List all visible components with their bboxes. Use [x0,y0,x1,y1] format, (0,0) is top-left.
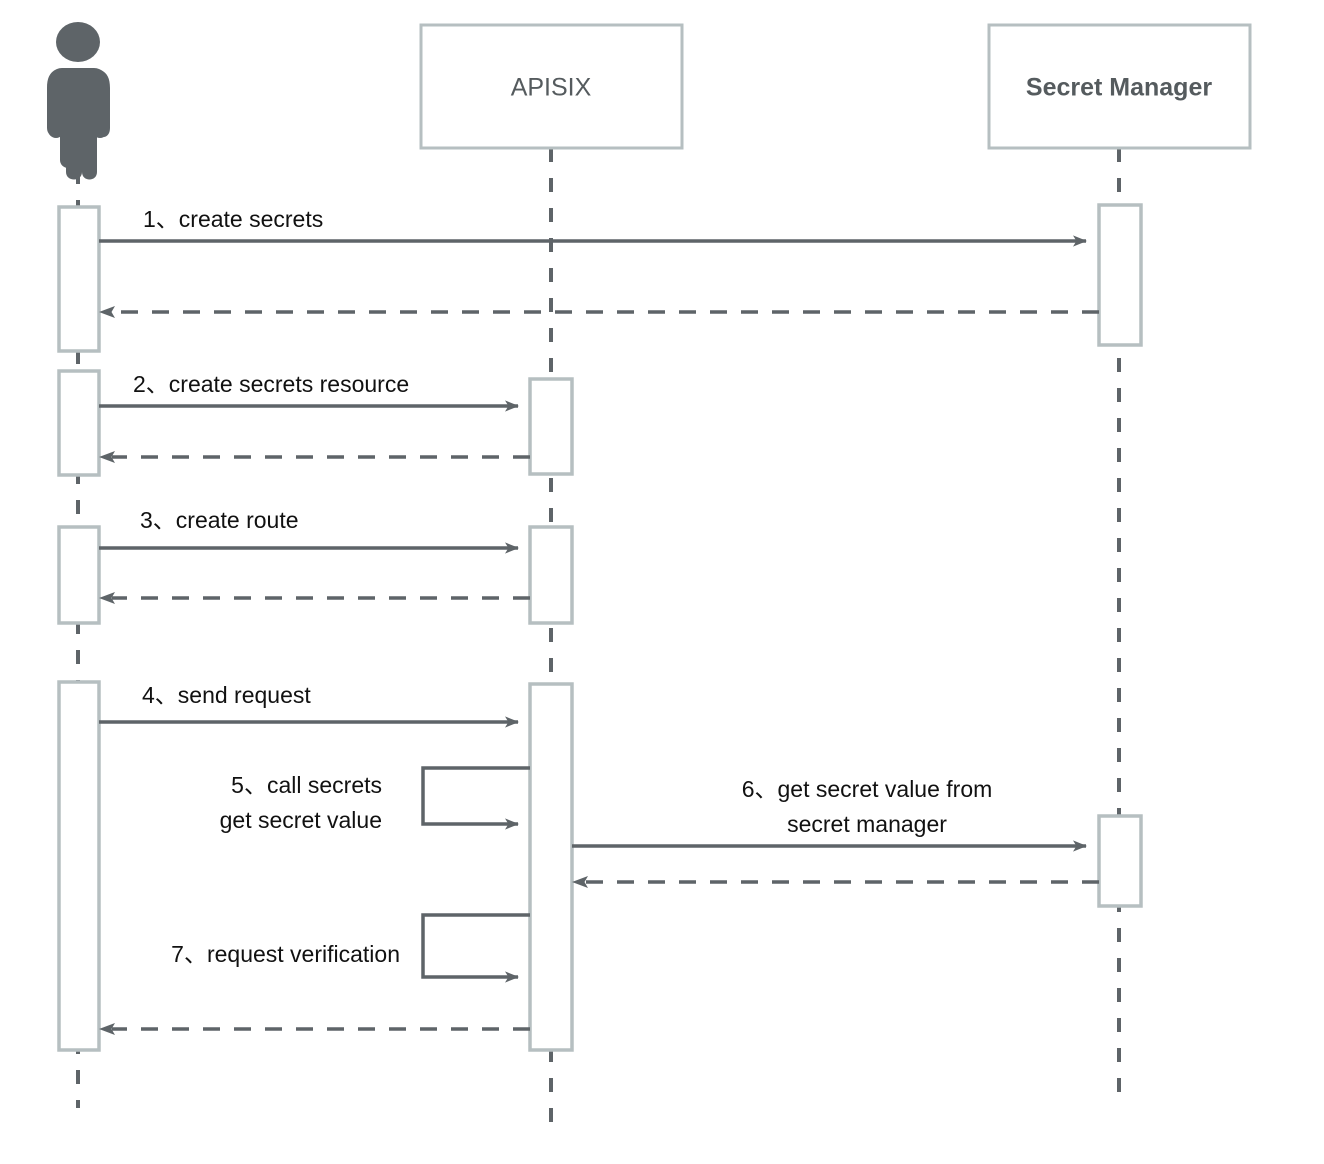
message-3-label: 3、create route [140,507,299,533]
actor-icon [47,22,110,180]
activation-actor-4 [57,680,101,1052]
message-5-label-line1: 5、call secrets [231,772,382,798]
message-2-label: 2、create secrets resource [133,371,409,397]
message-2-create-secrets-resource[interactable]: 2、create secrets resource [99,371,519,412]
participant-label-apisix: APISIX [511,74,592,102]
message-7-label: 7、request verification [171,941,400,967]
message-2-return[interactable] [99,451,530,463]
message-6-label-line2: secret manager [787,811,947,837]
message-7-request-verification-self[interactable]: 7、request verification [171,913,530,983]
activation-actor-2 [57,369,101,477]
participant-label-secret-manager: Secret Manager [1026,74,1212,102]
activation-apisix-1 [528,377,574,476]
activation-secret-manager-1 [1097,203,1143,347]
activation-actor-1 [57,205,101,353]
message-1-return[interactable] [99,306,1099,318]
activation-actor-3 [57,525,101,625]
message-3-create-route[interactable]: 3、create route [99,507,519,554]
activation-apisix-2 [528,525,574,625]
activation-apisix-3 [528,682,574,1052]
message-7-return[interactable] [99,1023,530,1035]
message-6-label-line1: 6、get secret value from [742,776,993,802]
participant-box-secret-manager[interactable]: Secret Manager [987,23,1252,150]
message-5-call-secrets-self[interactable]: 5、call secrets get secret value [220,766,530,833]
message-1-label: 1、create secrets [143,206,323,232]
message-4-label: 4、send request [142,682,311,708]
activation-secret-manager-2 [1097,814,1143,908]
message-4-send-request[interactable]: 4、send request [99,682,519,728]
message-3-return[interactable] [99,592,530,604]
message-5-label-line2: get secret value [220,807,382,833]
participant-box-apisix[interactable]: APISIX [419,23,684,150]
message-6-get-secret-value-from-secret-manager[interactable]: 6、get secret value from secret manager [572,776,1087,852]
message-6-return[interactable] [572,876,1099,888]
message-1-create-secrets[interactable]: 1、create secrets [99,206,1087,247]
